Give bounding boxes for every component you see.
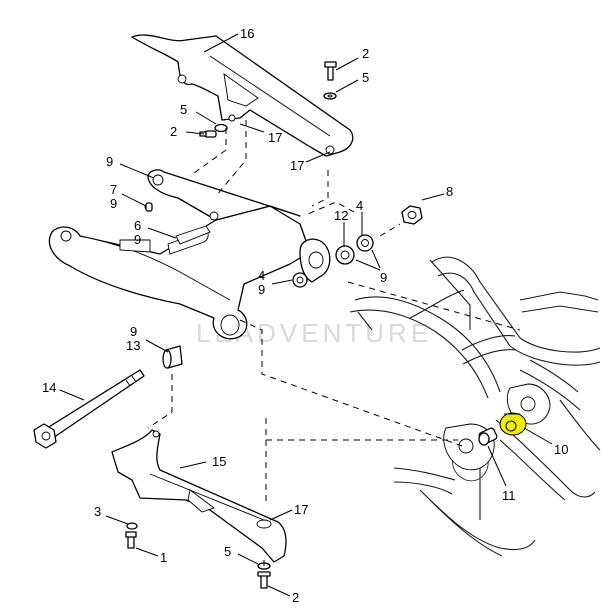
pivot-axle-14 <box>33 369 145 449</box>
pin-7 <box>145 202 153 212</box>
callout-9-left: 9 <box>258 282 265 297</box>
pivot-washer-4-right <box>356 234 374 252</box>
pivot-washer-4-left <box>292 272 308 288</box>
leader-lines <box>59 33 553 597</box>
lower-bolt-1 <box>125 531 137 549</box>
callout-10: 10 <box>554 442 568 457</box>
callout-9-d: 9 <box>130 324 137 339</box>
lower-bolt-2 <box>257 571 271 589</box>
callout-3: 3 <box>94 504 101 519</box>
callout-17-bottom: 17 <box>294 502 308 517</box>
pivot-nut-8 <box>401 205 423 225</box>
highlighted-pivot-bushing <box>499 412 527 436</box>
callout-9-a: 9 <box>106 154 113 169</box>
callout-2-top: 2 <box>362 46 369 61</box>
callout-11: 11 <box>502 488 516 503</box>
left-washer-5 <box>214 123 228 133</box>
frame-pivot-bracket <box>443 383 551 471</box>
callout-labels: 16 2 5 5 2 17 17 9 7 9 6 9 8 12 4 9 4 9 … <box>42 26 568 605</box>
callout-8: 8 <box>446 184 453 199</box>
callout-13: 13 <box>126 338 140 353</box>
upper-chain-guard <box>131 34 354 157</box>
callout-17-top-right: 17 <box>268 130 282 145</box>
pivot-bushing-12 <box>335 245 355 265</box>
spacer-13 <box>162 345 183 369</box>
callout-5-left: 5 <box>180 102 187 117</box>
callout-4-right: 4 <box>356 198 363 213</box>
assembly-lines <box>147 120 521 568</box>
callout-9-right: 9 <box>380 270 387 285</box>
callout-2-left: 2 <box>170 124 177 139</box>
callout-4-left: 4 <box>258 268 265 283</box>
callout-6: 6 <box>134 218 141 233</box>
callout-16: 16 <box>240 26 254 41</box>
callout-9-b: 9 <box>110 196 117 211</box>
callout-12: 12 <box>334 208 348 223</box>
frame-section <box>349 256 601 557</box>
callout-15: 15 <box>212 454 226 469</box>
callout-1: 1 <box>160 550 167 565</box>
top-bolt-2 <box>324 61 337 81</box>
callout-7: 7 <box>110 182 117 197</box>
frame-pivot-bolt <box>478 427 498 446</box>
callout-9-c: 9 <box>134 232 141 247</box>
lower-washer-3 <box>126 522 138 530</box>
swingarm <box>48 169 331 340</box>
slider-6 <box>175 225 211 245</box>
top-washer-5 <box>323 92 337 100</box>
callout-5-bottom: 5 <box>224 544 231 559</box>
callout-17-top: 17 <box>290 158 304 173</box>
lower-chain-guard <box>111 429 287 563</box>
callout-14: 14 <box>42 380 56 395</box>
callout-5-top: 5 <box>362 70 369 85</box>
callout-2-bottom: 2 <box>292 590 299 605</box>
